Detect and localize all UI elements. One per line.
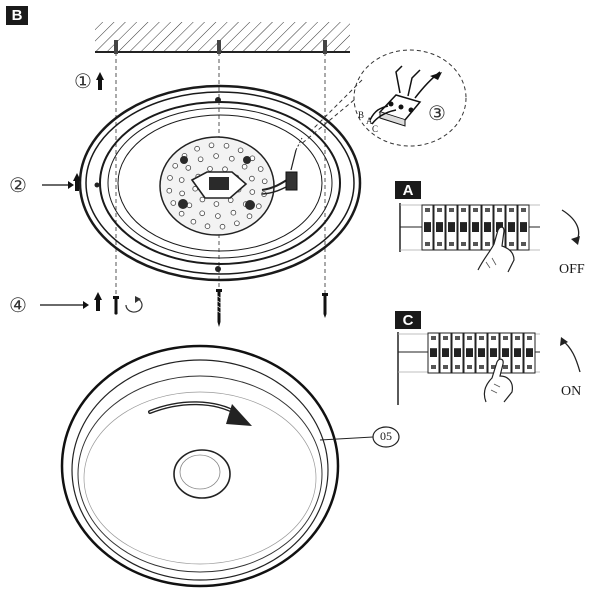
- panel-c-badge: C: [395, 311, 421, 329]
- circuit-breaker-icon: [421, 204, 530, 251]
- circuit-breaker-icon: [427, 332, 536, 374]
- led-chip: [194, 145, 200, 152]
- led-chip: [249, 175, 255, 182]
- led-chip: [215, 213, 221, 219]
- breaker-panel-on: [397, 332, 581, 405]
- right-arrow-icon: [40, 301, 89, 309]
- terminal-label-c: C: [372, 124, 379, 134]
- up-arrow-icon: [73, 173, 81, 191]
- rotate-arrow-icon: [561, 209, 580, 245]
- led-chip: [199, 210, 206, 217]
- screw-icon: [113, 296, 119, 315]
- on-label: ON: [561, 384, 582, 399]
- led-chip: [257, 166, 264, 172]
- hand-icon: [477, 226, 515, 273]
- rotate-arrow-icon: [148, 401, 252, 426]
- up-arrow-icon: [96, 72, 104, 90]
- connector-icon: [261, 137, 303, 195]
- terminal-label-b: B: [358, 110, 365, 120]
- led-chip: [207, 166, 213, 172]
- led-chip: [241, 163, 248, 170]
- alignment-lines: [115, 52, 326, 300]
- led-chip: [167, 175, 173, 181]
- led-chip: [229, 155, 235, 162]
- terminal-label-a: A: [366, 116, 373, 126]
- lamp-cover-icon: [60, 344, 400, 588]
- led-chip: [208, 142, 215, 149]
- led-chip: [249, 189, 256, 195]
- wiring-detail: [299, 49, 467, 147]
- rotate-arrow-icon: [125, 296, 143, 313]
- led-chip: [178, 210, 185, 217]
- led-chip: [261, 178, 268, 185]
- led-chip: [179, 190, 185, 197]
- plate-screws: [94, 97, 221, 272]
- step-3-label: ③: [428, 101, 446, 125]
- step-4-label: ④: [9, 293, 27, 317]
- panel-a-badge: A: [395, 181, 421, 199]
- led-chip: [197, 156, 204, 163]
- led-chip: [230, 209, 237, 216]
- part-number-label: 05: [380, 429, 392, 443]
- led-chip: [172, 163, 179, 169]
- breaker-panel-off: [399, 203, 580, 273]
- hand-icon: [483, 358, 513, 403]
- center-disc: [173, 449, 231, 499]
- screw-icon: [322, 293, 328, 318]
- base-plate: [78, 84, 362, 282]
- right-arrow-icon: [42, 181, 74, 189]
- led-chip: [255, 203, 262, 210]
- off-label: OFF: [559, 262, 585, 277]
- led-chip: [219, 223, 226, 230]
- led-chip: [246, 213, 253, 220]
- ceiling-icon: [95, 22, 350, 53]
- led-chip: [166, 187, 173, 194]
- led-chip: [223, 143, 230, 149]
- led-chip: [234, 220, 240, 227]
- led-chip: [170, 200, 177, 206]
- led-chip: [213, 201, 220, 207]
- led-chip: [199, 196, 206, 203]
- step-1-label: ①: [74, 69, 92, 93]
- led-chip: [190, 218, 197, 225]
- led-chip: [178, 177, 185, 183]
- led-chip: [204, 223, 211, 230]
- screw-icon: [216, 289, 222, 327]
- ceiling-anchors: [114, 40, 327, 54]
- step-2-label: ②: [9, 173, 27, 197]
- led-chip: [237, 147, 244, 154]
- led-chip: [222, 166, 228, 173]
- led-chip: [213, 153, 219, 159]
- led-module-icon: [159, 136, 275, 236]
- up-arrow-icon: [94, 292, 102, 311]
- led-chip: [185, 165, 192, 171]
- section-badge: B: [6, 6, 28, 25]
- part-callout: [372, 426, 400, 448]
- rotate-arrow-icon: [560, 337, 581, 373]
- terminal-block-icon: [378, 94, 422, 127]
